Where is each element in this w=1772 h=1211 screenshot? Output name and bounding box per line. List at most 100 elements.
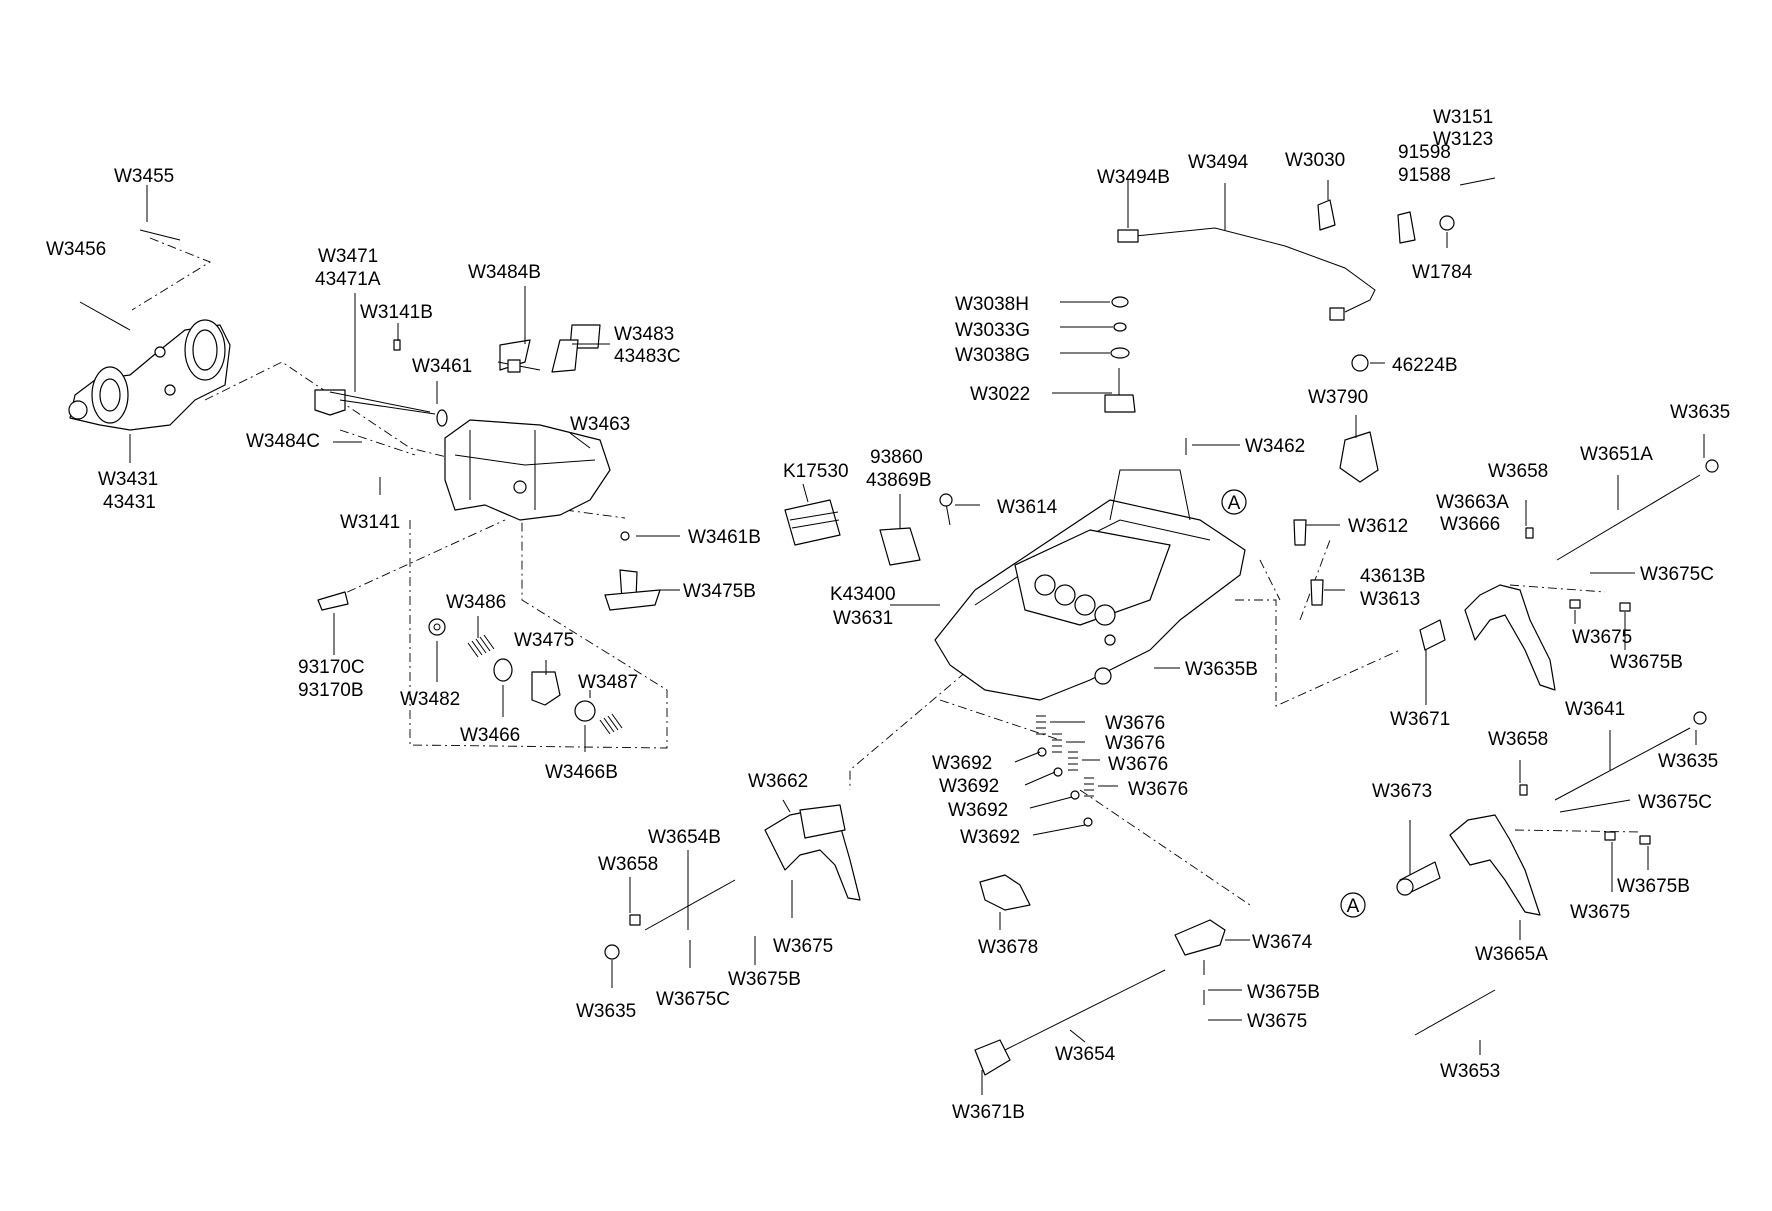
leader-lines <box>129 180 1705 1095</box>
label-46224b: 46224B <box>1392 355 1458 376</box>
label-w3658-l: W3658 <box>598 854 658 875</box>
label-w3692-4: W3692 <box>960 827 1020 848</box>
label-w3663a: W3663A <box>1436 492 1509 513</box>
label-w3641: W3641 <box>1565 699 1625 720</box>
label-w3022: W3022 <box>970 384 1030 405</box>
springs-and-balls <box>1036 715 1094 827</box>
part-labels: W3455 W3456 W3431 43431 W3471 43471A W31… <box>46 107 1730 1123</box>
label-w3123: W3123 <box>1433 129 1493 150</box>
label-w3692-2: W3692 <box>939 776 999 797</box>
label-43869b: 43869B <box>866 470 932 491</box>
label-w3666: W3666 <box>1440 514 1500 535</box>
callout-a-bottom-label: A <box>1347 896 1360 917</box>
label-93170c: 93170C <box>298 657 365 678</box>
label-w3494: W3494 <box>1188 152 1249 173</box>
label-w3675b-c: W3675B <box>1247 982 1320 1003</box>
label-w3676-2: W3676 <box>1105 733 1165 754</box>
label-w3675b-r1: W3675B <box>1610 652 1683 673</box>
label-w3151: W3151 <box>1433 107 1493 128</box>
label-w3456: W3456 <box>46 239 106 260</box>
label-w3654: W3654 <box>1055 1044 1116 1065</box>
label-k17530: K17530 <box>783 461 849 482</box>
label-w3494b: W3494B <box>1097 167 1170 188</box>
label-w3635-r1: W3635 <box>1670 402 1730 423</box>
label-w3651a: W3651A <box>1580 444 1653 465</box>
sensors-k17530-93860 <box>784 493 953 566</box>
label-w3141b: W3141B <box>360 302 433 323</box>
callout-a-top: A <box>1221 489 1247 515</box>
label-w3676-4: W3676 <box>1128 779 1188 800</box>
callout-a-top-label: A <box>1228 493 1241 514</box>
label-43471a: 43471A <box>315 269 381 290</box>
label-w3486: W3486 <box>446 592 506 613</box>
label-91588: 91588 <box>1398 165 1451 186</box>
center-bottom-parts <box>604 804 1226 1076</box>
label-w3141: W3141 <box>340 512 400 533</box>
label-w3676-3: W3676 <box>1108 754 1168 775</box>
top-cable-and-brackets <box>1104 177 1496 606</box>
label-w3675-c: W3675 <box>1247 1011 1307 1032</box>
label-w3675b-r2: W3675B <box>1617 876 1690 897</box>
label-w3033g: W3033G <box>955 320 1030 341</box>
label-w3653: W3653 <box>1440 1061 1500 1082</box>
label-w3455: W3455 <box>114 166 174 187</box>
label-w3658-r2: W3658 <box>1488 729 1548 750</box>
label-w3675c-r1: W3675C <box>1640 564 1714 585</box>
label-w3635-r2: W3635 <box>1658 751 1718 772</box>
shift-lever-shaft <box>314 324 601 427</box>
label-w3675-r1: W3675 <box>1572 627 1632 648</box>
label-w3675c-l: W3675C <box>656 989 730 1010</box>
label-w3038g: W3038G <box>955 345 1030 366</box>
small-parts-w3486-w3466 <box>317 569 661 735</box>
label-w3692-1: W3692 <box>932 753 992 774</box>
label-w3631: W3631 <box>833 608 893 629</box>
label-91598: 91598 <box>1398 142 1451 163</box>
label-w3487: W3487 <box>578 672 638 693</box>
label-43613b: 43613B <box>1360 566 1426 587</box>
label-w3671b: W3671B <box>952 1102 1025 1123</box>
label-w1784: W1784 <box>1412 262 1473 283</box>
label-w3475b: W3475B <box>683 581 756 602</box>
label-w3676-1: W3676 <box>1105 713 1165 734</box>
label-w3483: W3483 <box>614 324 674 345</box>
label-w3675c-r2: W3675C <box>1638 792 1712 813</box>
label-w3678: W3678 <box>978 937 1038 958</box>
label-w3635-l: W3635 <box>576 1001 636 1022</box>
label-43483c: 43483C <box>614 346 681 367</box>
label-w3673: W3673 <box>1372 781 1432 802</box>
label-w3613: W3613 <box>1360 589 1420 610</box>
label-w3675b-l: W3675B <box>728 969 801 990</box>
label-43431: 43431 <box>103 492 156 513</box>
left-actuator-assembly <box>68 229 231 431</box>
label-w3674: W3674 <box>1252 932 1313 953</box>
label-w3475: W3475 <box>514 630 574 651</box>
label-w3038h: W3038H <box>955 294 1029 315</box>
label-w3484b: W3484B <box>468 262 541 283</box>
label-w3658-r1: W3658 <box>1488 461 1548 482</box>
label-w3790: W3790 <box>1308 387 1368 408</box>
label-w3692-3: W3692 <box>948 800 1008 821</box>
label-w3671: W3671 <box>1390 709 1450 730</box>
label-w3654b: W3654B <box>648 827 721 848</box>
label-w3431: W3431 <box>98 469 158 490</box>
label-w3471: W3471 <box>318 246 378 267</box>
label-w3461b: W3461B <box>688 527 761 548</box>
label-w3675-r2: W3675 <box>1570 902 1630 923</box>
label-w3635b: W3635B <box>1185 659 1258 680</box>
label-w3612: W3612 <box>1348 516 1408 537</box>
label-w3462: W3462 <box>1245 436 1305 457</box>
label-w3614: W3614 <box>997 497 1058 518</box>
label-w3665a: W3665A <box>1475 944 1548 965</box>
label-w3463: W3463 <box>570 414 630 435</box>
label-w3662: W3662 <box>748 771 808 792</box>
label-w3030: W3030 <box>1285 150 1345 171</box>
label-93860: 93860 <box>870 447 923 468</box>
label-93170b: 93170B <box>298 680 364 701</box>
main-case-k43400 <box>934 469 1246 701</box>
label-w3482: W3482 <box>400 689 460 710</box>
label-w3466: W3466 <box>460 725 520 746</box>
shift-housing-w3463 <box>444 419 630 541</box>
label-w3484c: W3484C <box>246 431 320 452</box>
callout-a-bottom: A <box>1340 892 1366 918</box>
